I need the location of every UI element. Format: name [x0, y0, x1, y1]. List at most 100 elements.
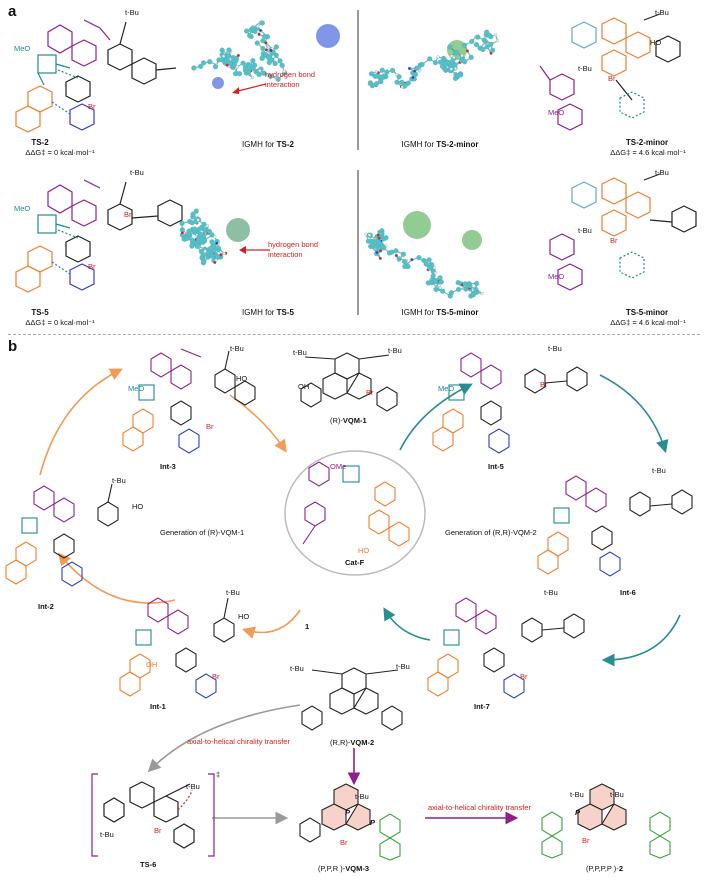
igmh-atom	[282, 69, 286, 73]
igmh-atom	[217, 251, 221, 255]
igmh-atom	[235, 65, 239, 69]
igmh-atom	[378, 78, 384, 85]
igmh-atom	[207, 246, 213, 252]
igmh-atom	[449, 67, 453, 71]
igmh-atom	[468, 54, 474, 60]
int5-label: Int-5	[488, 462, 504, 471]
int2-structure	[5, 483, 119, 587]
igmh-atom	[456, 286, 462, 292]
igmh-atom	[203, 249, 207, 253]
igmh-atom	[393, 248, 399, 254]
generation-vqm1-label: Generation of (R)-VQM-1	[160, 528, 245, 537]
igmh-atom	[436, 55, 440, 59]
igmh-atom	[258, 69, 262, 73]
igmh-atom	[213, 235, 217, 239]
igmh-atom	[470, 292, 476, 298]
ts2-minor-br: Br	[608, 74, 616, 83]
igmh-atom	[381, 245, 387, 251]
ts5-label: TS-5	[31, 308, 49, 317]
igmh-atom	[196, 218, 200, 222]
product2-br: Br	[582, 836, 590, 845]
ts5-tbu: t-Bu	[130, 168, 144, 177]
igmh-atom	[440, 288, 446, 294]
igmh-interaction-surface	[316, 24, 340, 48]
igmh-atom	[179, 220, 185, 226]
ts5-minor-meo: MeO	[548, 272, 565, 281]
igmh-atom	[458, 72, 464, 78]
igmh-atom	[450, 54, 454, 58]
igmh-ts2-render	[191, 20, 340, 89]
int2-label: Int-2	[38, 602, 54, 611]
igmh-ts5-caption: IGMH for TS-5	[241, 308, 295, 317]
igmh-atom	[432, 278, 438, 284]
igmh-ts2-caption: IGMH for TS-2	[241, 140, 295, 149]
vqm1-oh: OH	[298, 382, 310, 391]
igmh-atom	[396, 256, 402, 262]
igmh-atom	[215, 241, 219, 245]
igmh-atom	[219, 47, 225, 53]
igmh-atom	[438, 286, 442, 290]
igmh-atom	[209, 239, 215, 245]
igmh-atom	[232, 71, 239, 77]
igmh-atom	[209, 232, 215, 238]
igmh-atom	[396, 74, 402, 80]
int3-tbu: t-Bu	[230, 344, 244, 353]
igmh-atom	[473, 287, 479, 293]
igmh-atom	[198, 231, 204, 238]
ts6-structure	[91, 773, 215, 857]
igmh-atom	[225, 63, 229, 67]
igmh-atom	[376, 239, 382, 245]
ts2-minor-energy: ΔΔG‡ = 4.6 kcal·mol⁻¹	[610, 148, 686, 157]
igmh-atom	[480, 46, 486, 52]
igmh-atom	[475, 34, 481, 40]
cat-f-ho: HO	[358, 546, 370, 555]
igmh-atom	[495, 39, 500, 43]
panel-separator	[8, 334, 700, 335]
int3-label: Int-3	[160, 462, 176, 471]
product2-label: (P,P,P,P )-2	[586, 864, 623, 873]
igmh-atom	[260, 38, 266, 44]
igmh-atom	[184, 235, 190, 242]
igmh-atom	[494, 33, 498, 37]
igmh-atom	[272, 60, 278, 67]
igmh-atom	[427, 56, 433, 62]
int7-label: Int-7	[474, 702, 490, 711]
panel-b-label: b	[8, 338, 18, 355]
igmh-atom	[452, 62, 458, 68]
igmh-atom	[379, 67, 385, 73]
int1-label: Int-1	[150, 702, 166, 711]
igmh-atom	[262, 33, 268, 40]
ts2-minor-tbu: t-Bu	[655, 8, 669, 17]
igmh-atom	[474, 280, 480, 287]
igmh-atom	[259, 20, 265, 26]
ts6-label: TS-6	[140, 860, 157, 869]
igmh-atom	[437, 59, 443, 65]
vqm2-tbu-left: t-Bu	[290, 664, 304, 673]
igmh-atom	[189, 243, 195, 249]
ts5-minor-label: TS-5-minor	[625, 308, 669, 317]
igmh-atom	[191, 65, 197, 71]
igmh-atom	[368, 71, 375, 77]
igmh-atom	[193, 208, 199, 214]
ts5-minor-structure	[549, 173, 697, 291]
igmh-interaction-surface	[462, 230, 482, 250]
int3-structure	[122, 348, 256, 454]
int3-br: Br	[206, 422, 214, 431]
igmh-atom	[224, 57, 230, 64]
int5-meo: MeO	[438, 384, 455, 393]
igmh-atom	[394, 79, 400, 85]
igmh-atom	[259, 55, 266, 61]
igmh-atom	[261, 70, 267, 76]
vqm2-label: (R,R)-VQM-2	[330, 738, 375, 747]
transfer-label-right: axial-to-helical chirality transfer	[428, 803, 531, 812]
vqm3-p1: P	[345, 808, 351, 817]
igmh-atom	[373, 81, 379, 87]
igmh-atom	[462, 59, 468, 65]
ts6-br: Br	[154, 826, 162, 835]
ts6-tbu-top: t-Bu	[186, 782, 200, 791]
igmh-ts5-arrow	[239, 246, 270, 254]
igmh-atom	[214, 258, 218, 262]
int7-structure	[427, 597, 585, 699]
panel-a-divider-bottom	[357, 170, 359, 315]
igmh-atom	[374, 70, 378, 74]
